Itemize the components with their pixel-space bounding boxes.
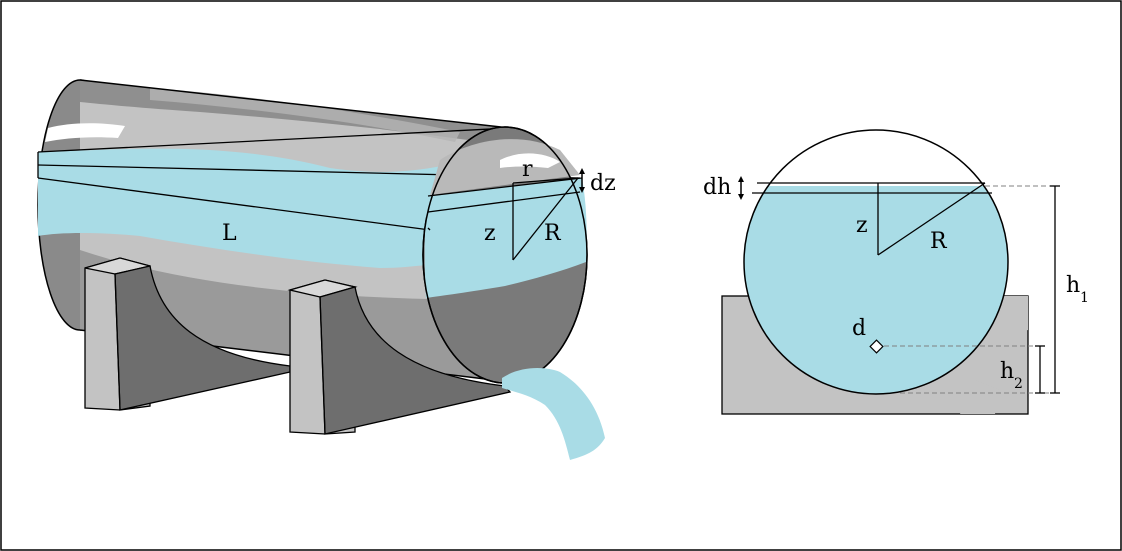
water-surface-line-back	[37, 127, 511, 153]
label-h1: h 1	[1066, 273, 1089, 306]
outlet-hole	[869, 339, 884, 354]
label-h2-sub: 2	[1014, 376, 1023, 392]
cross-section-outline	[743, 129, 1009, 395]
radius-line-R	[512, 177, 579, 261]
tank-highlight-top	[150, 88, 460, 142]
label-depth: z	[484, 221, 496, 246]
tank-front-water	[424, 178, 587, 298]
cross-section-water	[744, 186, 1008, 394]
label-cross-radius: R	[930, 229, 948, 254]
label-cross-depth: z	[856, 213, 868, 238]
support-right	[287, 279, 512, 435]
tank-top-outline	[79, 79, 511, 129]
h1-dimension	[1050, 185, 1060, 394]
cross-radius-line	[877, 182, 986, 256]
label-h1-sub: 1	[1080, 290, 1089, 306]
outflow-jet	[502, 368, 605, 460]
tank-perspective: L r dz z R	[37, 79, 616, 460]
label-slice-thickness: dz	[590, 171, 616, 196]
label-level-step: dh	[703, 175, 731, 200]
label-hole-diameter: d	[852, 316, 866, 341]
slice-bottom-line	[427, 191, 581, 213]
tank-front-reflection	[500, 153, 560, 168]
label-h1-base: h	[1066, 273, 1080, 298]
tank-water-surface	[38, 148, 512, 230]
slice-edge	[427, 227, 431, 231]
label-length: L	[222, 221, 237, 246]
dh-arrow	[738, 176, 744, 200]
label-radius: R	[544, 221, 562, 246]
dz-arrow	[579, 168, 585, 193]
label-h2-base: h	[1000, 359, 1014, 384]
support-left	[84, 257, 291, 411]
slice-top-line	[427, 177, 583, 197]
label-small-radius: r	[522, 157, 533, 182]
tank-reflection	[45, 123, 125, 142]
radius-line-r	[512, 177, 579, 184]
support-jagged-bottom	[960, 380, 1000, 414]
water-surface-line-mid	[37, 177, 431, 231]
tank-cross-section: dh z R d h 1 h 2	[703, 129, 1089, 415]
h2-dimension	[1035, 345, 1045, 394]
label-h2: h 2	[1000, 359, 1023, 392]
